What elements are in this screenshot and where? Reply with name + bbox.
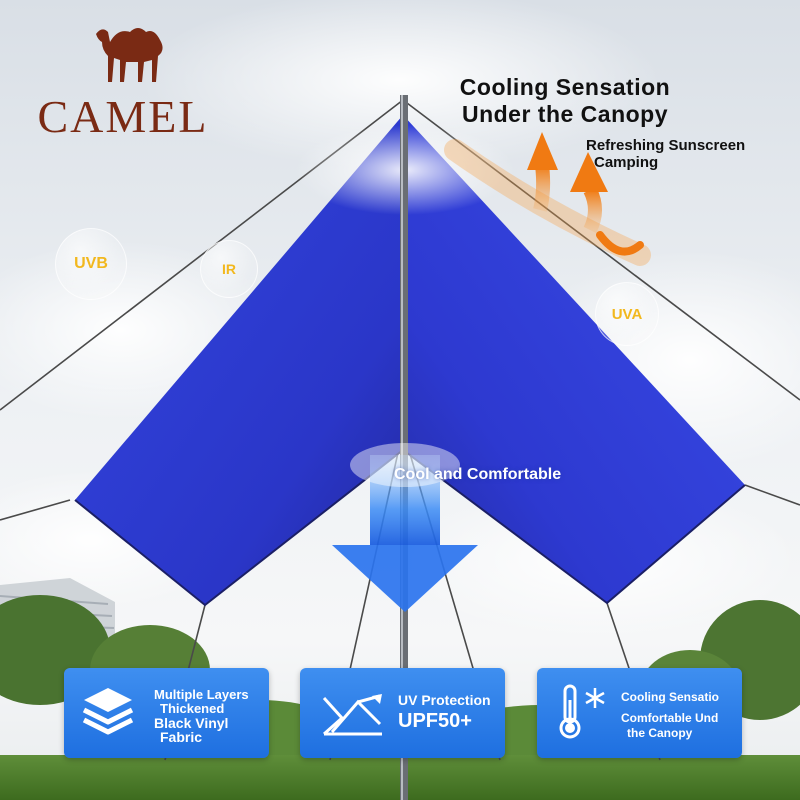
- feature-3-line-3: the Canopy: [627, 726, 693, 740]
- ir-badge: IR: [200, 240, 258, 298]
- uv-protection-icon: [322, 694, 382, 736]
- subhead-line-2: Camping: [594, 154, 659, 171]
- subheadline: Refreshing Sunscreen Camping: [586, 137, 796, 171]
- cool-comfortable-label: Cool and Comfortable: [394, 466, 562, 483]
- feature-1-line-4: Fabric: [160, 729, 203, 745]
- heat-reflection-arrows: [444, 132, 651, 266]
- camel-icon: [96, 28, 163, 82]
- brand-logo: CAMEL: [28, 20, 218, 142]
- headline: Cooling Sensation Under the Canopy: [420, 74, 710, 128]
- uvb-badge: UVB: [55, 228, 127, 300]
- headline-line-2: Under the Canopy: [461, 101, 669, 127]
- brand-name: CAMEL: [37, 91, 209, 142]
- subhead-line-1: Refreshing Sunscreen: [586, 137, 746, 154]
- thermometer-snowflake-icon: [559, 684, 605, 739]
- feature-card-layers: Multiple Layers Thickened Black Vinyl Fa…: [64, 668, 269, 758]
- layers-icon: [82, 688, 134, 735]
- feature-1-line-1: Multiple Layers: [154, 687, 249, 702]
- feature-3-line-1: Cooling Sensatio: [621, 690, 720, 704]
- feature-2-line-1: UV Protection: [398, 692, 491, 708]
- feature-card-cooling: Cooling Sensatio Comfortable Und the Can…: [537, 668, 742, 758]
- feature-1-line-2: Thickened: [160, 701, 225, 716]
- uva-badge: UVA: [595, 282, 659, 346]
- cool-air-arrow: [332, 443, 478, 612]
- headline-line-1: Cooling Sensation: [459, 74, 671, 100]
- tent-pole: [400, 95, 408, 800]
- feature-3-line-2: Comfortable Und: [621, 711, 719, 725]
- feature-2-line-2: UPF50+: [398, 710, 472, 732]
- feature-card-uv: UV Protection UPF50+: [300, 668, 505, 758]
- feature-1-line-3: Black Vinyl: [154, 715, 229, 731]
